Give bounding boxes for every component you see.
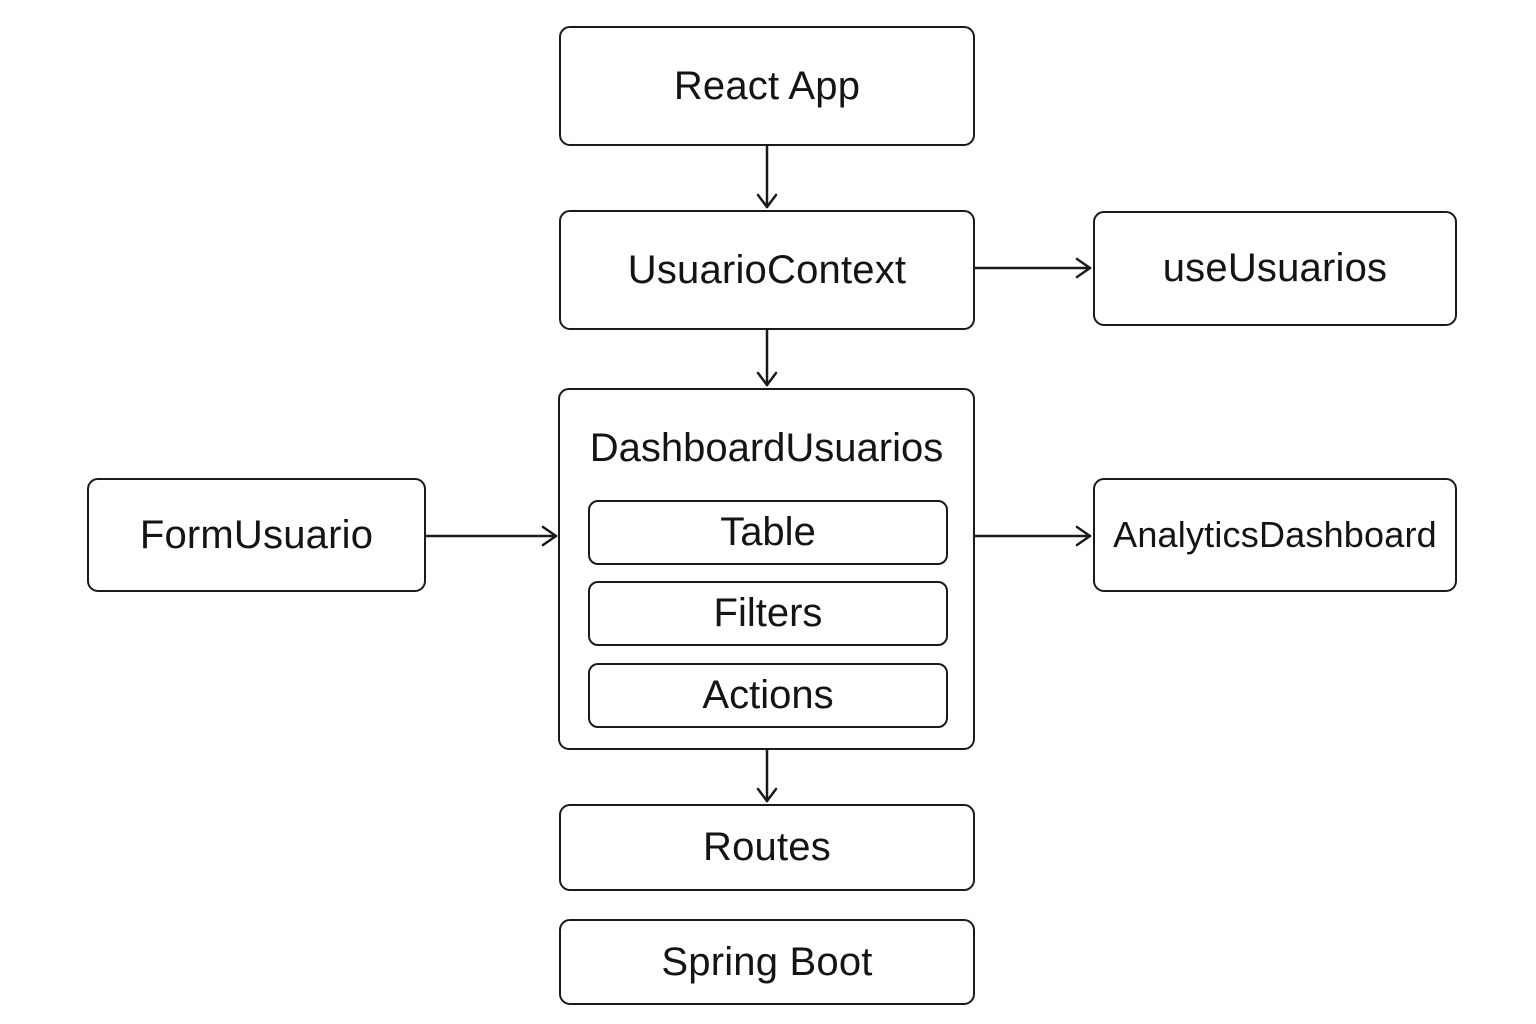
node-analytics-dashboard: AnalyticsDashboard bbox=[1093, 478, 1457, 592]
node-react-app: React App bbox=[559, 26, 975, 146]
node-routes: Routes bbox=[559, 804, 975, 891]
arrowhead-analytics bbox=[1075, 525, 1092, 547]
arrowhead-use-usuarios bbox=[1075, 257, 1092, 279]
sub-node-actions: Actions bbox=[588, 663, 948, 728]
node-form-usuario: FormUsuario bbox=[87, 478, 426, 592]
sub-node-filters: Filters bbox=[588, 581, 948, 646]
node-dashboard-usuarios: DashboardUsuarios Table Filters Actions bbox=[558, 388, 975, 750]
arrowhead-dashboard-left bbox=[541, 525, 558, 547]
arrowhead-usuario-context bbox=[756, 193, 778, 209]
node-spring-boot: Spring Boot bbox=[559, 919, 975, 1005]
sub-node-table: Table bbox=[588, 500, 948, 565]
dashboard-usuarios-title: DashboardUsuarios bbox=[589, 426, 944, 470]
node-use-usuarios: useUsuarios bbox=[1093, 211, 1457, 326]
arrowhead-routes bbox=[756, 787, 778, 803]
node-usuario-context: UsuarioContext bbox=[559, 210, 975, 330]
arrowhead-dashboard-top bbox=[756, 371, 778, 387]
